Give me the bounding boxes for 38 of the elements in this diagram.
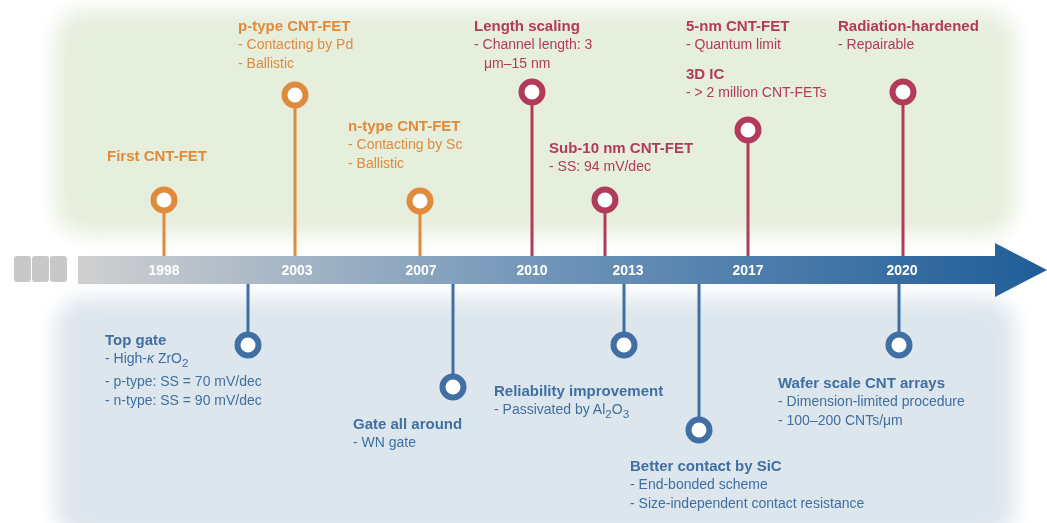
milestone-heading: First CNT-FET	[107, 146, 207, 165]
milestone-heading: Gate all around	[353, 414, 463, 433]
milestone-heading: Top gate	[105, 330, 168, 349]
milestone-detail: - 100–200 CNTs/μm	[778, 411, 904, 430]
milestone-detail: - Ballistic	[348, 154, 405, 173]
milestone-heading: n-type CNT-FET	[348, 116, 462, 135]
milestone-detail: - High-κ ZrO$_{2}$	[105, 349, 190, 371]
milestone-heading: 3D IC	[686, 64, 726, 83]
milestone-heading: Wafer scale CNT arrays	[778, 373, 947, 392]
milestone-detail: - WN gate	[353, 433, 417, 452]
year-label: 2017	[732, 262, 764, 278]
year-label: 2003	[281, 262, 313, 278]
milestone-detail: - > 2 million CNT-FETs	[686, 83, 827, 102]
milestone-heading: Length scaling	[474, 16, 581, 35]
year-label: 1998	[148, 262, 180, 278]
milestone-heading: p-type CNT-FET	[238, 16, 352, 35]
milestone-heading: 5-nm CNT-FET	[686, 16, 790, 35]
milestone-detail: - Dimension-limited procedure	[778, 392, 965, 411]
milestone-heading: Reliability improvement	[494, 381, 664, 400]
milestone-detail: - Quantum limit	[686, 35, 782, 54]
year-label: 2010	[516, 262, 548, 278]
milestone-detail: - Contacting by Pd	[238, 35, 354, 54]
milestone-heading: Better contact by SiC	[630, 456, 783, 475]
milestone-detail: - Ballistic	[238, 54, 295, 73]
year-label: 2007	[405, 262, 437, 278]
milestone-detail: - SS: 94 mV/dec	[549, 157, 652, 176]
milestone-detail: - End-bonded scheme	[630, 475, 769, 494]
milestone-detail: - Passivated by Al$_{2}$O$_{3}$	[494, 400, 631, 422]
milestone-heading: Sub-10 nm CNT-FET	[549, 138, 694, 157]
milestone-detail: - n-type: SS = 90 mV/dec	[105, 390, 262, 410]
year-label: 2020	[886, 262, 918, 278]
milestone-detail: - p-type: SS = 70 mV/dec	[105, 371, 262, 391]
milestone-detail: - Repairable	[838, 35, 916, 54]
milestone-detail: - Contacting by Sc	[348, 135, 463, 154]
milestone-heading: Radiation-hardened	[838, 16, 979, 35]
milestone-detail: - Size-independent contact resistance	[630, 494, 865, 513]
milestone-detail: - Channel length: 3 μm–15 nm	[474, 35, 594, 73]
year-label: 2013	[612, 262, 644, 278]
